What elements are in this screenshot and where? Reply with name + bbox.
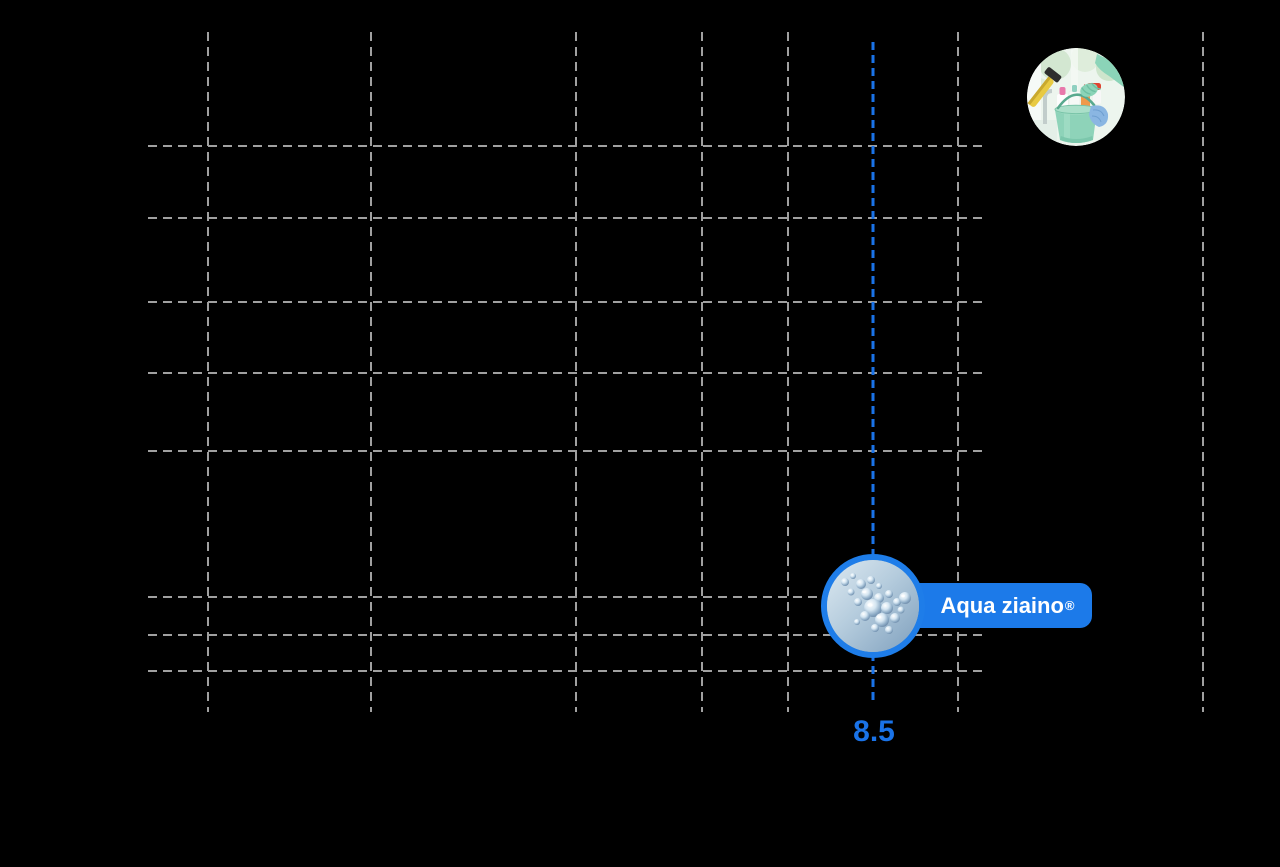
registered-mark: ®: [1064, 598, 1075, 613]
product-label-text: Aqua ziaino: [940, 592, 1064, 618]
cleaning-supplies-photo: [1027, 48, 1125, 146]
data-point-bubble: [821, 554, 925, 658]
x-axis-tick-label: 8.5: [853, 715, 895, 748]
cleaning-bucket-icon: [1027, 48, 1125, 146]
water-bubbles-photo: [827, 560, 919, 652]
